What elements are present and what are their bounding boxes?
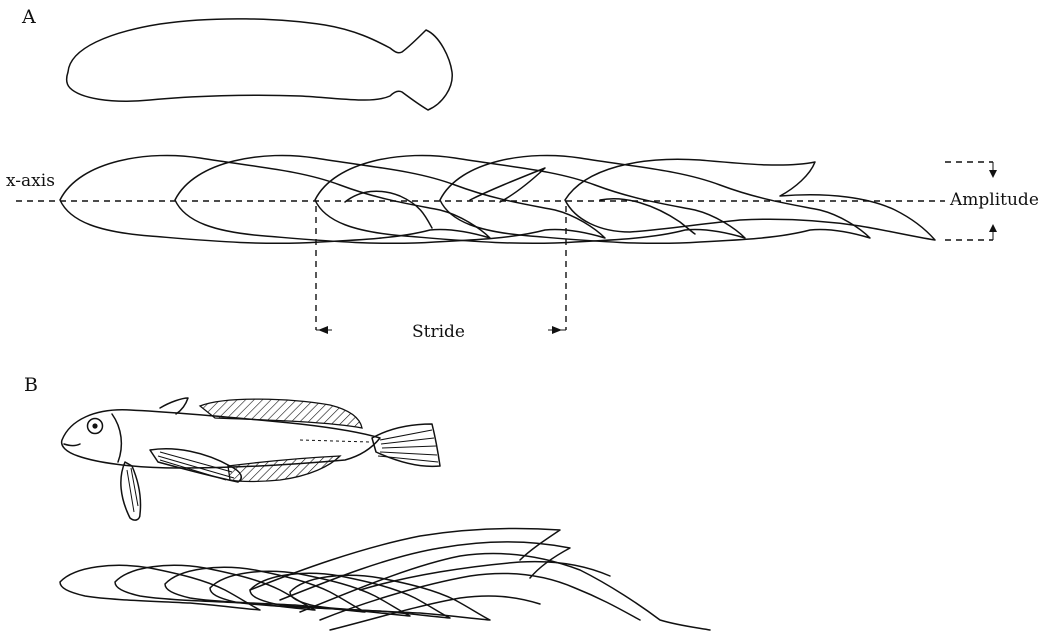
body-outline-b5 xyxy=(250,573,450,618)
wave-b2 xyxy=(280,542,570,600)
stride-label: Stride xyxy=(412,322,465,342)
wave-b5 xyxy=(330,596,540,630)
body-outlines-a xyxy=(60,155,935,243)
tail-wave-a2 xyxy=(470,168,545,202)
wave-b6 xyxy=(360,562,610,590)
wave-b1 xyxy=(250,528,560,590)
x-axis-label: x-axis xyxy=(6,171,55,191)
amplitude-label: Amplitude xyxy=(950,190,1039,210)
fish-side-view xyxy=(62,398,440,520)
tail-wave-a1 xyxy=(345,191,432,228)
body-outline-1 xyxy=(60,155,490,243)
body-outline-b1 xyxy=(60,565,260,610)
body-outlines-b xyxy=(60,528,710,630)
wave-b3 xyxy=(300,554,710,630)
fish-outline-top-view xyxy=(67,19,453,110)
panel-label-b: B xyxy=(24,374,38,396)
body-outline-3 xyxy=(315,155,745,243)
stride-bracket xyxy=(316,206,566,334)
tail-wave-a3 xyxy=(600,199,695,234)
panel-label-a: A xyxy=(22,6,36,28)
